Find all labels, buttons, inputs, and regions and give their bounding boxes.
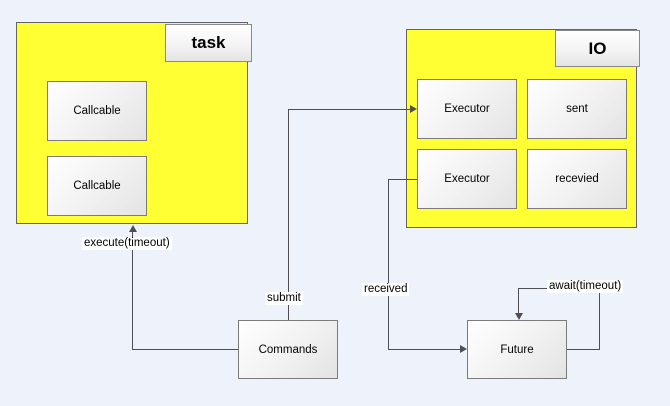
node-recevied: recevied — [527, 149, 627, 209]
node-sent: sent — [527, 79, 627, 139]
edge-await-vertical-right — [599, 288, 600, 349]
edge-label-execute: execute(timeout) — [82, 237, 172, 250]
edge-label-submit: submit — [265, 292, 303, 305]
edge-received-vertical — [388, 179, 389, 349]
edge-await-horizontal-bottom — [567, 349, 600, 350]
arrowhead-into-executor1-icon — [410, 105, 417, 113]
edge-execute-horizontal — [132, 349, 238, 350]
node-callcable-2: Callcable — [47, 156, 147, 216]
edge-submit-vertical — [288, 109, 289, 320]
task-region-title: task — [165, 24, 252, 62]
arrowhead-into-future-top-icon — [515, 313, 523, 320]
edge-label-received: received — [362, 283, 410, 296]
arrowhead-into-future-left-icon — [460, 345, 467, 353]
node-future: Future — [467, 320, 567, 379]
node-callcable-1: Callcable — [47, 81, 147, 141]
edge-await-vertical-left — [518, 288, 519, 314]
arrowhead-into-task-icon — [129, 225, 137, 232]
edge-execute-vertical — [132, 231, 133, 349]
edge-received-horizontal-bottom — [388, 349, 461, 350]
edge-submit-horizontal — [288, 109, 411, 110]
node-commands: Commands — [238, 320, 338, 379]
node-executor-2: Executor — [417, 149, 517, 209]
edge-received-horizontal-top — [388, 179, 418, 180]
node-executor-1: Executor — [417, 79, 517, 139]
edge-label-await: await(timeout) — [547, 280, 624, 293]
io-region-title: IO — [555, 30, 640, 67]
